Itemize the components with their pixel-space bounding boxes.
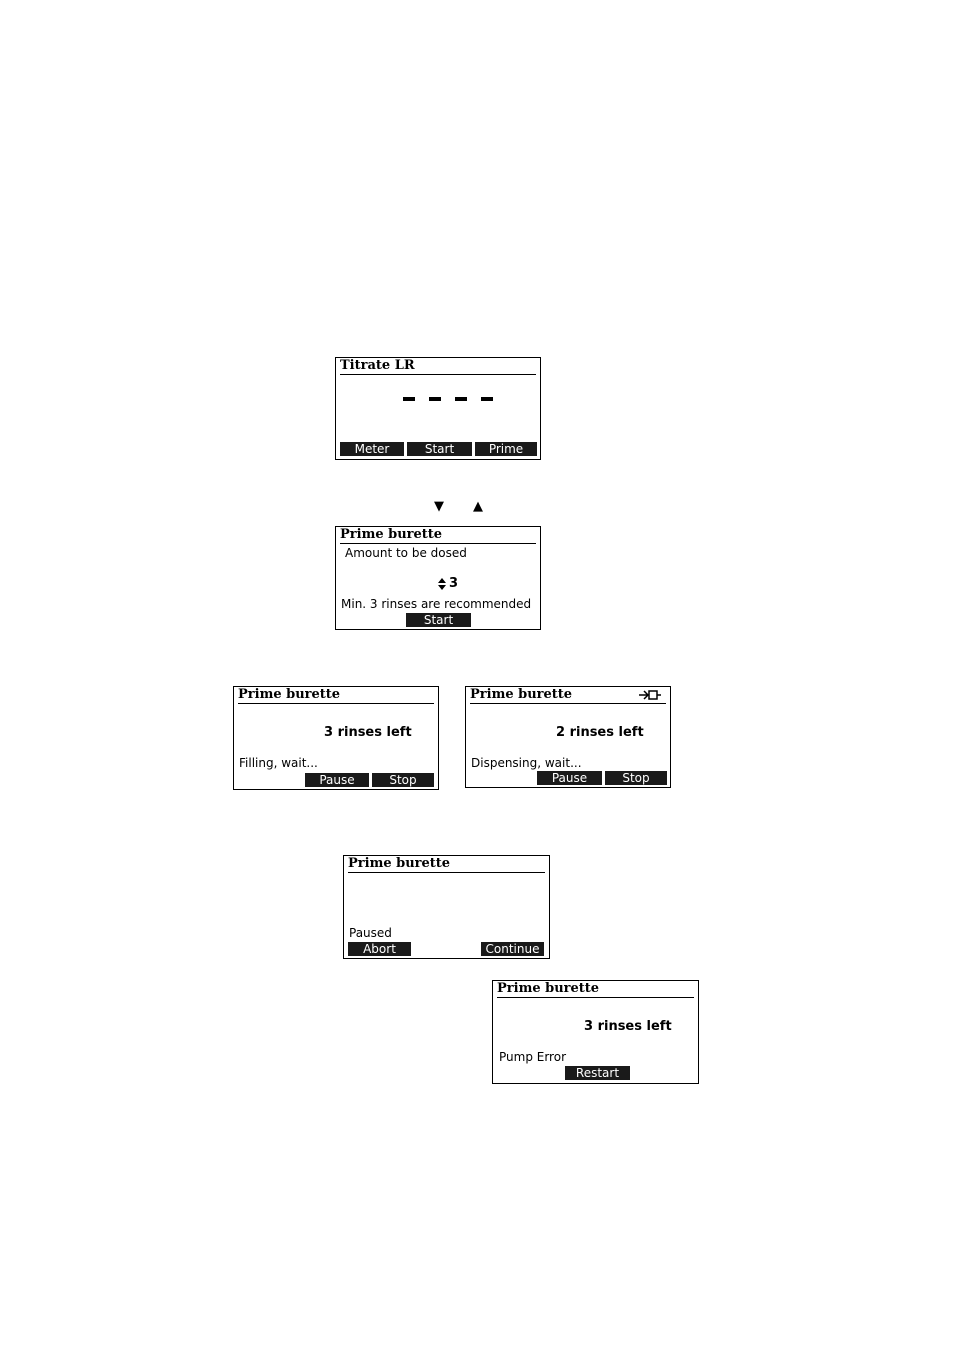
pause-softkey[interactable]: Pause — [537, 771, 602, 785]
abort-softkey[interactable]: Abort — [348, 942, 411, 956]
up-down-icon — [438, 578, 446, 590]
titrate-screen: Titrate LR Meter Start Prime — [335, 357, 541, 460]
dash-placeholder — [403, 397, 415, 401]
title-divider — [340, 543, 536, 544]
stop-softkey[interactable]: Stop — [605, 771, 667, 785]
dispensing-screen: Prime burette 2 rinses left Dispensing, … — [465, 686, 671, 788]
title-divider — [238, 703, 434, 704]
status-text: Pump Error — [499, 1050, 567, 1064]
rinses-left: 3 rinses left — [584, 1019, 672, 1034]
screen-title: Prime burette — [340, 527, 443, 542]
rinse-hint: Min. 3 rinses are recommended — [341, 597, 532, 611]
amount-label: Amount to be dosed — [345, 546, 467, 560]
rinses-left: 2 rinses left — [556, 725, 644, 740]
status-text: Dispensing, wait... — [471, 756, 582, 770]
start-softkey[interactable]: Start — [406, 613, 471, 627]
meter-softkey[interactable]: Meter — [340, 442, 404, 456]
pump-icon — [639, 690, 661, 700]
screen-title: Prime burette — [470, 687, 573, 702]
continue-softkey[interactable]: Continue — [481, 942, 544, 956]
rinses-left: 3 rinses left — [324, 725, 412, 740]
status-text: Filling, wait... — [239, 756, 318, 770]
prime-setup-screen: Prime burette Amount to be dosed 3 Min. … — [335, 526, 541, 630]
up-arrow-icon: ▲ — [473, 499, 483, 514]
pause-softkey[interactable]: Pause — [305, 773, 369, 787]
paused-screen: Prime burette Paused Abort Continue — [343, 855, 550, 959]
dash-placeholder — [455, 397, 467, 401]
dash-placeholder — [429, 397, 441, 401]
filling-screen: Prime burette 3 rinses left Filling, wai… — [233, 686, 439, 790]
status-text: Paused — [349, 926, 392, 940]
screen-title: Prime burette — [497, 981, 600, 996]
dash-placeholder — [481, 397, 493, 401]
title-divider — [497, 997, 694, 998]
screen-title: Titrate LR — [340, 358, 415, 373]
stop-softkey[interactable]: Stop — [372, 773, 434, 787]
screen-title: Prime burette — [348, 856, 451, 871]
down-arrow-icon: ▼ — [434, 499, 444, 514]
pump-error-screen: Prime burette 3 rinses left Pump Error R… — [492, 980, 699, 1084]
screen-title: Prime burette — [238, 687, 341, 702]
amount-value: 3 — [449, 576, 459, 591]
restart-softkey[interactable]: Restart — [565, 1066, 630, 1080]
title-divider — [340, 374, 536, 375]
title-divider — [470, 703, 666, 704]
title-divider — [348, 872, 545, 873]
start-softkey[interactable]: Start — [407, 442, 472, 456]
prime-softkey[interactable]: Prime — [475, 442, 537, 456]
